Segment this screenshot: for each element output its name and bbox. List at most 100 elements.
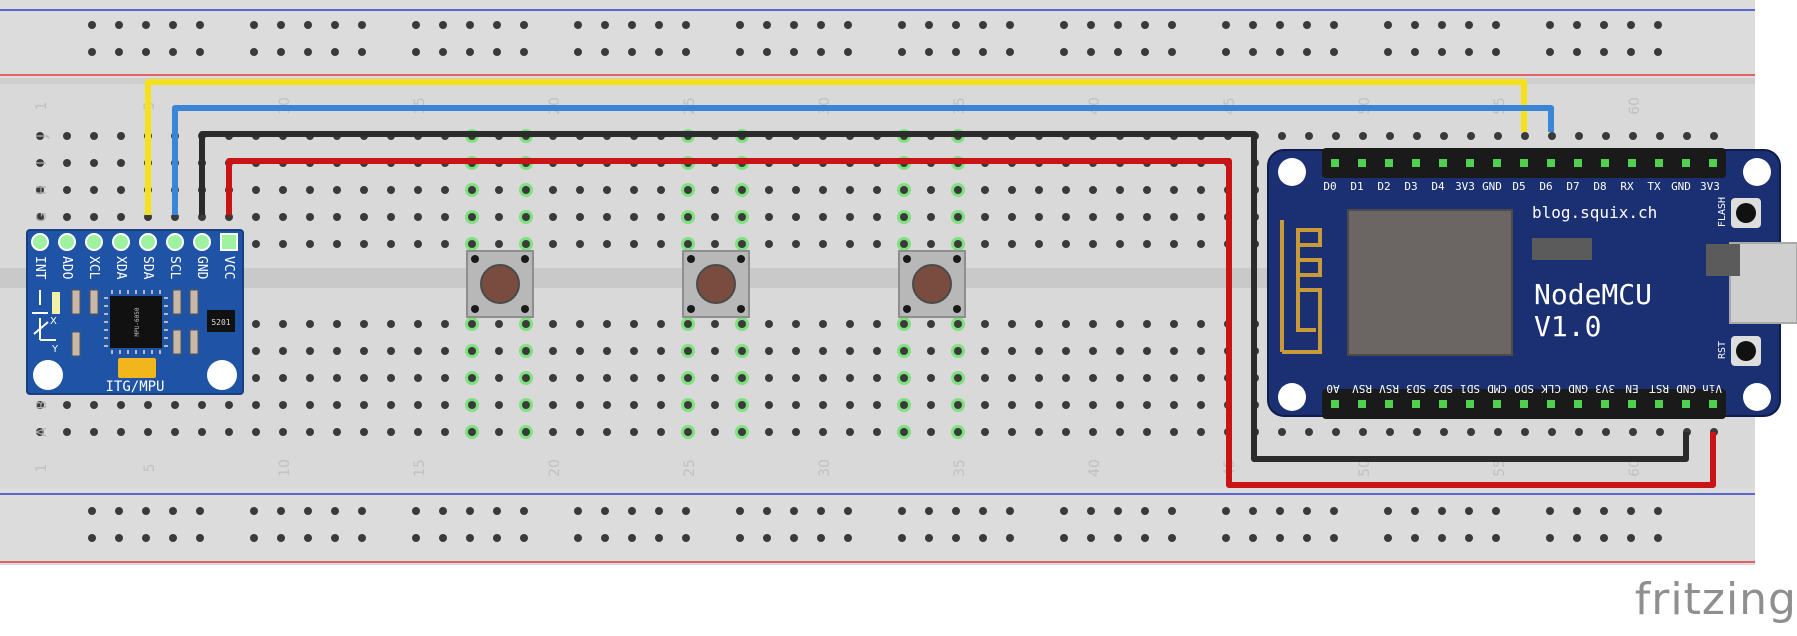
rail-hole: [1627, 48, 1635, 56]
breadboard-hole: [576, 374, 584, 382]
nodemcu-board[interactable]: D0 D1 D2 D3 D4 3V3 GND D5 D6 D7 D8 RX TX…: [1267, 148, 1797, 419]
nodemcu-pin-label: D0: [1323, 180, 1336, 193]
nodemcu-header-pin[interactable]: [1466, 159, 1474, 167]
pushbutton-2[interactable]: [682, 250, 750, 318]
nodemcu-header-pin[interactable]: [1412, 400, 1420, 408]
rail-hole: [115, 48, 123, 56]
breadboard-hole: [897, 183, 911, 197]
breadboard-hole: [897, 425, 911, 439]
breadboard-hole: [951, 344, 965, 358]
breadboard-hole: [951, 237, 965, 251]
rail-hole: [844, 534, 852, 542]
breadboard-hole: [951, 398, 965, 412]
breadboard-hole: [681, 210, 695, 224]
nodemcu-header-pin[interactable]: [1601, 400, 1609, 408]
nodemcu-pin-label: 3V3: [1455, 180, 1475, 193]
rail-hole: [412, 21, 420, 29]
nodemcu-header-pin[interactable]: [1601, 159, 1609, 167]
mount-hole: [1743, 158, 1771, 186]
breadboard-hole: [1062, 374, 1070, 382]
breadboard-hole: [387, 186, 395, 194]
mpu-pin[interactable]: [112, 233, 130, 251]
nodemcu-header-pin[interactable]: [1574, 400, 1582, 408]
rail-hole: [763, 534, 771, 542]
rail-hole: [763, 48, 771, 56]
nodemcu-header-pin[interactable]: [1547, 400, 1555, 408]
nodemcu-header-pin[interactable]: [1520, 400, 1528, 408]
mpu-pin[interactable]: [139, 233, 157, 251]
rail-hole: [1006, 507, 1014, 515]
nodemcu-header-pin[interactable]: [1331, 400, 1339, 408]
nodemcu-header-pin[interactable]: [1655, 159, 1663, 167]
breadboard-hole: [519, 398, 533, 412]
blue-wire[interactable]: [172, 105, 1554, 215]
rail-hole: [1411, 507, 1419, 515]
breadboard-hole: [519, 371, 533, 385]
rail-hole: [466, 507, 474, 515]
nodemcu-header-pin[interactable]: [1412, 159, 1420, 167]
mpu-pin[interactable]: [85, 233, 103, 251]
rail-hole: [736, 534, 744, 542]
mpu-pin[interactable]: [58, 233, 76, 251]
nodemcu-header-pin[interactable]: [1655, 400, 1663, 408]
nodemcu-header-pin[interactable]: [1520, 159, 1528, 167]
esp-module-shield: [1347, 209, 1513, 356]
nodemcu-header-pin[interactable]: [1439, 400, 1447, 408]
breadboard-hole: [819, 428, 827, 436]
rail-hole: [304, 534, 312, 542]
nodemcu-header-pin[interactable]: [1331, 159, 1339, 167]
nodemcu-header-pin[interactable]: [1574, 159, 1582, 167]
pushbutton-3[interactable]: [898, 250, 966, 318]
breadboard-hole: [1197, 320, 1205, 328]
breadboard-hole: [711, 320, 719, 328]
nodemcu-header-pin[interactable]: [1709, 400, 1717, 408]
breadboard-hole: [1278, 428, 1286, 436]
nodemcu-header-pin[interactable]: [1358, 400, 1366, 408]
breadboard-hole: [1170, 320, 1178, 328]
nodemcu-header-pin[interactable]: [1628, 159, 1636, 167]
nodemcu-header-pin[interactable]: [1709, 159, 1717, 167]
column-number: 30: [817, 459, 833, 477]
rail-hole: [898, 21, 906, 29]
breadboard-hole: [711, 213, 719, 221]
red-wire[interactable]: [226, 158, 1716, 488]
rail-hole: [439, 534, 447, 542]
nodemcu-header-pin[interactable]: [1682, 400, 1690, 408]
nodemcu-header-pin[interactable]: [1466, 400, 1474, 408]
button-pin: [521, 305, 529, 313]
nodemcu-header-pin[interactable]: [1358, 159, 1366, 167]
nodemcu-pin-label: SD3: [1406, 382, 1426, 395]
nodemcu-header-pin[interactable]: [1493, 159, 1501, 167]
breadboard-hole: [1116, 347, 1124, 355]
usb-connector: [1729, 242, 1797, 324]
button-pin: [471, 255, 479, 263]
nodemcu-header-pin[interactable]: [1439, 159, 1447, 167]
breadboard-hole: [630, 320, 638, 328]
nodemcu-header-pin[interactable]: [1682, 159, 1690, 167]
nodemcu-header-pin[interactable]: [1493, 400, 1501, 408]
pushbutton-1[interactable]: [466, 250, 534, 318]
breadboard-hole: [144, 401, 152, 409]
onboard-chip: [1706, 244, 1740, 276]
nodemcu-header-pin[interactable]: [1385, 400, 1393, 408]
mpu-module[interactable]: INT ADO XCL XDA SDA SCL GND VCC X Y: [26, 229, 244, 395]
mpu-pin[interactable]: [193, 233, 211, 251]
mpu-pin[interactable]: [166, 233, 184, 251]
nodemcu-header-pin[interactable]: [1628, 400, 1636, 408]
mpu-pin[interactable]: [220, 233, 238, 251]
black-wire[interactable]: [199, 131, 1689, 462]
rail-hole: [88, 507, 96, 515]
breadboard-hole: [657, 428, 665, 436]
mpu-pin[interactable]: [31, 233, 49, 251]
mount-hole: [1278, 158, 1306, 186]
nodemcu-header-pin[interactable]: [1385, 159, 1393, 167]
rail-hole: [817, 48, 825, 56]
rail-hole: [1060, 21, 1068, 29]
fritzing-logo: fritzing: [1634, 574, 1797, 625]
nodemcu-bottom-pins: [1331, 400, 1717, 408]
breadboard-hole: [681, 317, 695, 331]
rail-hole: [412, 534, 420, 542]
nodemcu-header-pin[interactable]: [1547, 159, 1555, 167]
rail-hole: [1249, 534, 1257, 542]
rail-hole: [1438, 48, 1446, 56]
